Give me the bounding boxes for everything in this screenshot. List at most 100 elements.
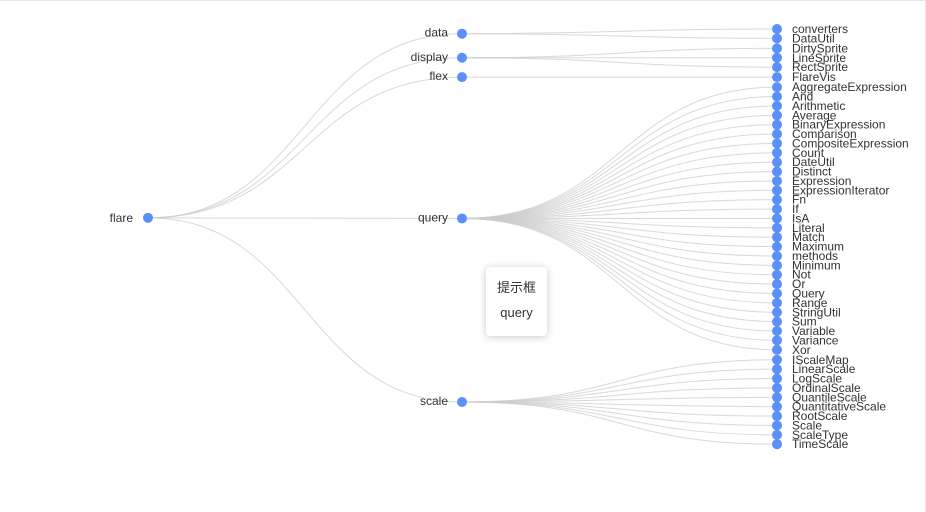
label-range: Range (792, 296, 828, 310)
link-query-distinct (461, 171, 778, 219)
link-data-converters (461, 28, 778, 35)
label-stringutil: StringUtil (792, 305, 841, 319)
node-quantitativescale[interactable] (772, 401, 782, 412)
node-stringutil[interactable] (772, 307, 782, 318)
node-compositeexpression[interactable] (772, 138, 782, 149)
label-expressioniterator: ExpressionIterator (792, 183, 889, 197)
node-maximum[interactable] (772, 241, 782, 252)
node-rootscale[interactable] (772, 411, 782, 422)
link-query-xor (461, 217, 778, 351)
node-xor[interactable] (772, 344, 782, 355)
label-xor: Xor (792, 343, 811, 357)
label-arithmetic: Arithmetic (792, 99, 845, 113)
node-aggregateexpression[interactable] (772, 82, 782, 93)
node-match[interactable] (772, 232, 782, 243)
link-scale-logscale (461, 378, 778, 403)
label-quantitativescale: QuantitativeScale (792, 400, 886, 414)
node-isa[interactable] (772, 213, 782, 224)
label-variance: Variance (792, 333, 839, 347)
label-match: Match (792, 230, 825, 244)
label-methods: methods (792, 249, 838, 263)
node-data[interactable] (457, 28, 467, 39)
node-expression[interactable] (772, 175, 782, 186)
node-logscale[interactable] (772, 373, 782, 384)
node-display[interactable] (457, 52, 467, 63)
label-dateutil: DateUtil (792, 155, 835, 169)
node-linearscale[interactable] (772, 364, 782, 375)
link-query-compositeexpression (461, 142, 778, 219)
node-scale[interactable] (457, 396, 467, 407)
label-rootscale: RootScale (792, 409, 848, 423)
label-ordinalscale: OrdinalScale (792, 381, 861, 395)
link-query-comparison (461, 133, 778, 219)
node-minimum[interactable] (772, 260, 782, 271)
node-variable[interactable] (772, 326, 782, 337)
node-query[interactable] (457, 213, 467, 224)
link-flare-scale (147, 217, 463, 403)
node-flarevis[interactable] (772, 72, 782, 83)
label-distinct: Distinct (792, 165, 832, 179)
label-or: Or (792, 277, 805, 291)
link-query-dateutil (461, 161, 778, 219)
node-average[interactable] (772, 110, 782, 121)
label-if: If (792, 202, 799, 216)
node-scale[interactable] (772, 420, 782, 431)
node-range[interactable] (772, 297, 782, 308)
node-fn[interactable] (772, 194, 782, 205)
label-query: query (418, 210, 448, 224)
tooltip-title: 提示框 (496, 280, 536, 295)
node-distinct[interactable] (772, 166, 782, 177)
node-linesprite[interactable] (772, 52, 782, 63)
label-rectsprite: RectSprite (792, 60, 848, 74)
node-or[interactable] (772, 279, 782, 290)
node-variance[interactable] (772, 335, 782, 346)
node-methods[interactable] (772, 250, 782, 261)
link-flare-data (147, 33, 463, 219)
link-query-count (461, 152, 778, 219)
node-binaryexpression[interactable] (772, 119, 782, 130)
node-count[interactable] (772, 147, 782, 158)
label-compositeexpression: CompositeExpression (792, 136, 909, 150)
node-rectsprite[interactable] (772, 62, 782, 73)
top-border (0, 0, 926, 1)
link-scale-iscalemap (461, 359, 778, 403)
label-comparison: Comparison (792, 127, 857, 141)
link-flare-query (147, 217, 463, 219)
node-dateutil[interactable] (772, 157, 782, 168)
node-converters[interactable] (772, 24, 782, 34)
node-iscalemap[interactable] (772, 354, 782, 365)
link-query-methods (461, 217, 778, 257)
node-flare[interactable] (143, 212, 153, 223)
node-arithmetic[interactable] (772, 100, 782, 111)
node-not[interactable] (772, 269, 782, 280)
link-query-aggregateexpression (461, 86, 778, 219)
node-timescale[interactable] (772, 439, 782, 450)
label-flarevis: FlareVis (792, 70, 836, 84)
node-and[interactable] (772, 91, 782, 102)
label-linesprite: LineSprite (792, 51, 846, 65)
node-ordinalscale[interactable] (772, 382, 782, 393)
node-query[interactable] (772, 288, 782, 299)
node-datautil[interactable] (772, 33, 782, 44)
label-variable: Variable (792, 324, 835, 338)
node-if[interactable] (772, 204, 782, 215)
node-expressioniterator[interactable] (772, 185, 782, 196)
label-dirtysprite: DirtySprite (792, 41, 848, 55)
label-timescale: TimeScale (792, 437, 849, 451)
tooltip-value: query (500, 305, 533, 320)
node-literal[interactable] (772, 222, 782, 233)
node-quantilescale[interactable] (772, 392, 782, 403)
label-scaletype: ScaleType (792, 428, 848, 442)
label-flex: flex (429, 69, 448, 83)
node-dirtysprite[interactable] (772, 43, 782, 54)
node-sum[interactable] (772, 316, 782, 327)
node-scaletype[interactable] (772, 429, 782, 440)
node-comparison[interactable] (772, 129, 782, 140)
label-flare: flare (110, 211, 134, 225)
label-binaryexpression: BinaryExpression (792, 118, 885, 132)
label-aggregateexpression: AggregateExpression (792, 80, 907, 94)
node-flex[interactable] (457, 72, 467, 83)
label-maximum: Maximum (792, 240, 844, 254)
